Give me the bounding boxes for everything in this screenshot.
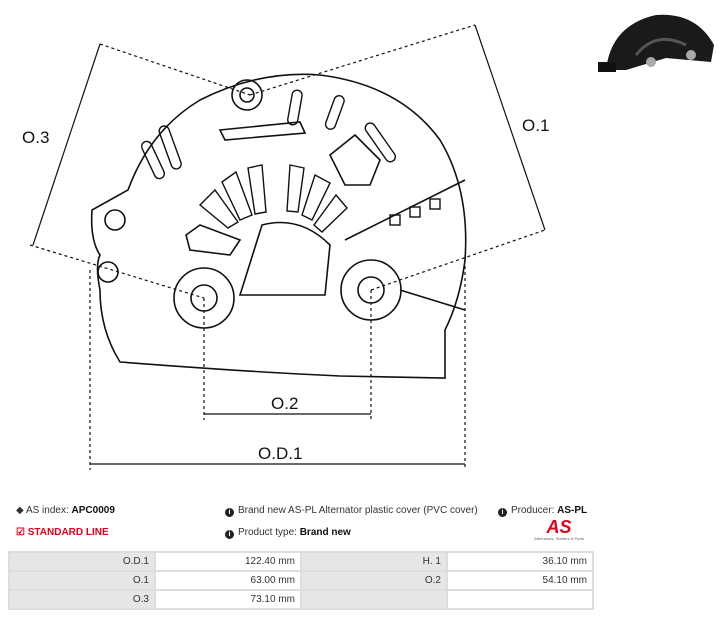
product-photo xyxy=(598,14,714,72)
spec-value: 73.10 mm xyxy=(154,589,302,610)
spec-label: H. 1 xyxy=(300,551,448,572)
spec-label: O.3 xyxy=(8,589,156,610)
as-index: ◆ AS index: APC0009 xyxy=(16,505,115,516)
spec-label xyxy=(300,589,448,610)
spec-label: O.1 xyxy=(8,570,156,591)
cover-outline xyxy=(90,73,467,379)
dimension-label-od1: O.D.1 xyxy=(258,444,302,463)
spec-value: 54.10 mm xyxy=(446,570,594,591)
spec-label: O.D.1 xyxy=(8,551,156,572)
dimension-label-o3: O.3 xyxy=(22,128,49,147)
standard-line-badge: ☑ STANDARD LINE xyxy=(16,527,109,538)
info-icon: i xyxy=(225,508,234,517)
spec-value: 36.10 mm xyxy=(446,551,594,572)
spec-value: 122.40 mm xyxy=(154,551,302,572)
spec-label: O.2 xyxy=(300,570,448,591)
checkbox-icon: ☑ xyxy=(16,527,25,538)
technical-drawing: O.3 O.1 O.2 O.D.1 xyxy=(22,24,549,470)
dimension-label-o2: O.2 xyxy=(271,394,298,413)
tag-icon: ◆ xyxy=(16,505,24,516)
spec-value xyxy=(446,589,594,610)
dimension-label-o1: O.1 xyxy=(522,116,549,135)
info-icon: i xyxy=(498,508,507,517)
spec-value: 63.00 mm xyxy=(154,570,302,591)
info-icon: i xyxy=(225,530,234,539)
